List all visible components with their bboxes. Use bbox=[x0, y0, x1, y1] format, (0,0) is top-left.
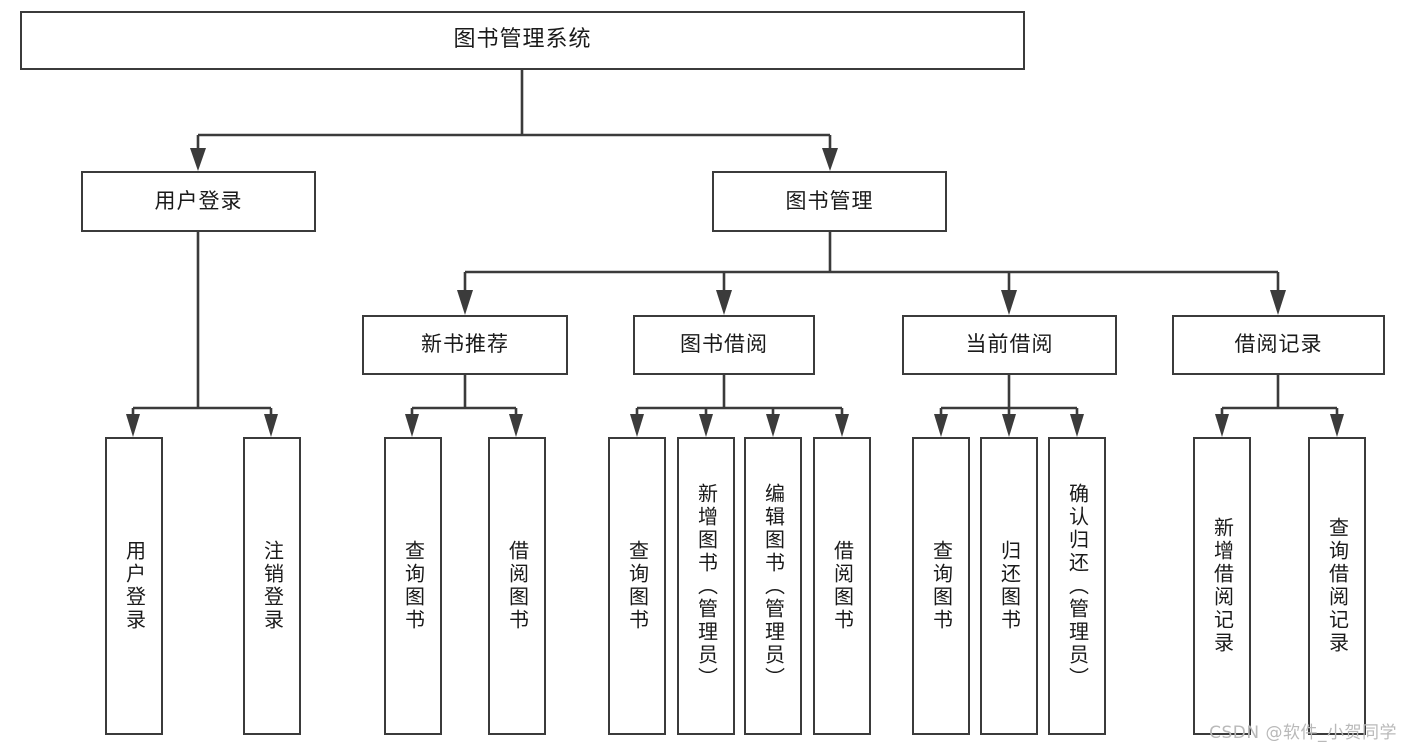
node-label: 查询图书 bbox=[401, 540, 426, 632]
arrowhead-newbook bbox=[457, 290, 473, 315]
node-label: 用户登录 bbox=[154, 188, 243, 213]
node-label: 图书管理 bbox=[785, 188, 874, 213]
node-label: 新增借阅记录 bbox=[1210, 517, 1235, 655]
node-label: 查询借阅记录 bbox=[1325, 517, 1350, 655]
node-root-book-management-system[interactable]: 图书管理系统 bbox=[20, 11, 1025, 70]
arrowhead-borrow bbox=[716, 290, 732, 315]
node-label: 注销登录 bbox=[260, 540, 285, 632]
leaf-current-borrow-confirm-return-admin[interactable]: 确认归还（管理员） bbox=[1048, 437, 1106, 735]
arrowhead-login-leaf-1 bbox=[126, 414, 140, 437]
leaf-borrow-record-query-record[interactable]: 查询借阅记录 bbox=[1308, 437, 1366, 735]
leaf-book-borrow-edit-book-admin[interactable]: 编辑图书（管理员） bbox=[744, 437, 802, 735]
arrowhead-borrow-leaf-3 bbox=[766, 414, 780, 437]
arrowhead-current-leaf-1 bbox=[934, 414, 948, 437]
node-label: 查询图书 bbox=[625, 540, 650, 632]
leaf-current-borrow-query-book[interactable]: 查询图书 bbox=[912, 437, 970, 735]
node-label: 确认归还（管理员） bbox=[1065, 482, 1090, 690]
node-label: 新增图书（管理员） bbox=[694, 482, 719, 690]
leaf-book-borrow-query-book[interactable]: 查询图书 bbox=[608, 437, 666, 735]
node-label: 用户登录 bbox=[122, 540, 147, 632]
node-label: 借阅图书 bbox=[505, 540, 530, 632]
arrowhead-newbook-leaf-1 bbox=[405, 414, 419, 437]
node-label: 图书借阅 bbox=[680, 332, 768, 357]
arrowheads bbox=[126, 148, 1344, 437]
leaf-user-login-login[interactable]: 用户登录 bbox=[105, 437, 163, 735]
node-label: 归还图书 bbox=[997, 540, 1022, 632]
arrowhead-current-leaf-3 bbox=[1070, 414, 1084, 437]
node-label: 借阅记录 bbox=[1234, 332, 1323, 357]
node-user-login[interactable]: 用户登录 bbox=[81, 171, 316, 232]
leaf-current-borrow-return-book[interactable]: 归还图书 bbox=[980, 437, 1038, 735]
arrowhead-bookmgmt bbox=[822, 148, 838, 171]
node-label: 编辑图书（管理员） bbox=[761, 482, 786, 690]
node-label: 当前借阅 bbox=[965, 332, 1054, 357]
arrowhead-newbook-leaf-2 bbox=[509, 414, 523, 437]
arrowhead-current bbox=[1001, 290, 1017, 315]
node-current-borrow[interactable]: 当前借阅 bbox=[902, 315, 1117, 375]
arrowhead-login bbox=[190, 148, 206, 171]
arrowhead-borrow-leaf-2 bbox=[699, 414, 713, 437]
node-borrow-record[interactable]: 借阅记录 bbox=[1172, 315, 1385, 375]
arrowhead-borrow-leaf-1 bbox=[630, 414, 644, 437]
arrowhead-borrow-leaf-4 bbox=[835, 414, 849, 437]
arrowhead-record-leaf-2 bbox=[1330, 414, 1344, 437]
node-new-book-recommend[interactable]: 新书推荐 bbox=[362, 315, 568, 375]
leaf-user-login-logout[interactable]: 注销登录 bbox=[243, 437, 301, 735]
arrowhead-record bbox=[1270, 290, 1286, 315]
node-book-management[interactable]: 图书管理 bbox=[712, 171, 947, 232]
node-label: 借阅图书 bbox=[830, 540, 855, 632]
node-label: 图书管理系统 bbox=[453, 27, 592, 53]
leaf-borrow-record-add-record[interactable]: 新增借阅记录 bbox=[1193, 437, 1251, 735]
node-book-borrow[interactable]: 图书借阅 bbox=[633, 315, 815, 375]
node-label: 新书推荐 bbox=[421, 332, 509, 357]
arrowhead-current-leaf-2 bbox=[1002, 414, 1016, 437]
arrowhead-record-leaf-1 bbox=[1215, 414, 1229, 437]
node-label: 查询图书 bbox=[929, 540, 954, 632]
leaf-book-borrow-add-book-admin[interactable]: 新增图书（管理员） bbox=[677, 437, 735, 735]
leaf-new-book-query-book[interactable]: 查询图书 bbox=[384, 437, 442, 735]
arrowhead-login-leaf-2 bbox=[264, 414, 278, 437]
leaf-book-borrow-borrow-book[interactable]: 借阅图书 bbox=[813, 437, 871, 735]
leaf-new-book-borrow-book[interactable]: 借阅图书 bbox=[488, 437, 546, 735]
